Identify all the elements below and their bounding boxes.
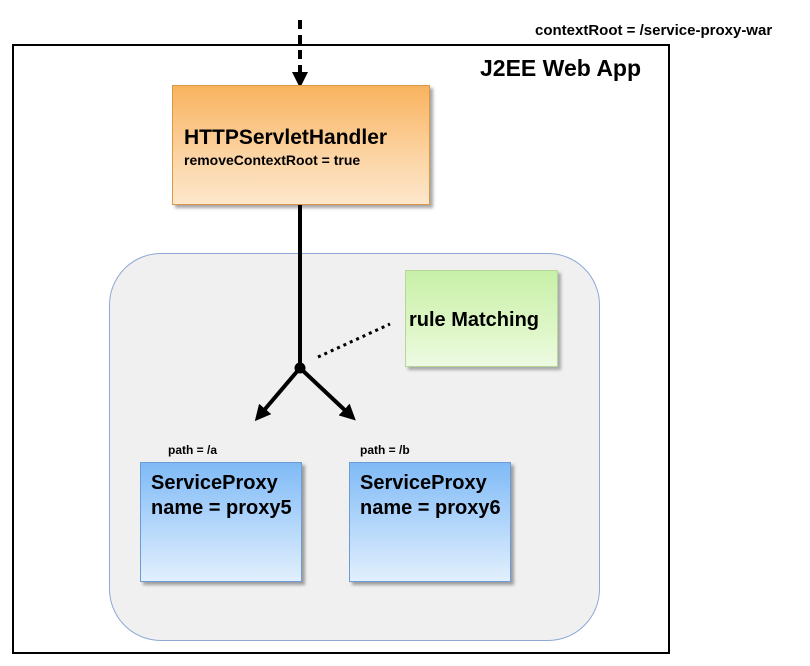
- proxy-type-label: ServiceProxy: [151, 472, 278, 494]
- context-root-label: contextRoot = /service-proxy-war: [535, 22, 773, 39]
- rule-matching-box[interactable]: rule Matching: [405, 270, 558, 367]
- path-label-b: path = /b: [360, 443, 410, 457]
- handler-title: HTTPServletHandler: [184, 126, 388, 149]
- proxy-name-label: name = proxy5: [151, 497, 292, 519]
- webapp-frame: [12, 44, 670, 654]
- service-proxy-box-a[interactable]: ServiceProxy name = proxy5: [140, 462, 302, 582]
- rule-matching-label: rule Matching: [409, 309, 540, 331]
- webapp-title: J2EE Web App: [480, 55, 642, 81]
- proxy-name-label: name = proxy6: [360, 497, 501, 519]
- path-label-a: path = /a: [168, 443, 218, 457]
- service-proxy-box-b[interactable]: ServiceProxy name = proxy6: [349, 462, 511, 582]
- proxy-type-label: ServiceProxy: [360, 472, 487, 494]
- servlet-handler-box[interactable]: HTTPServletHandler removeContextRoot = t…: [172, 85, 430, 205]
- handler-property: removeContextRoot = true: [184, 152, 361, 168]
